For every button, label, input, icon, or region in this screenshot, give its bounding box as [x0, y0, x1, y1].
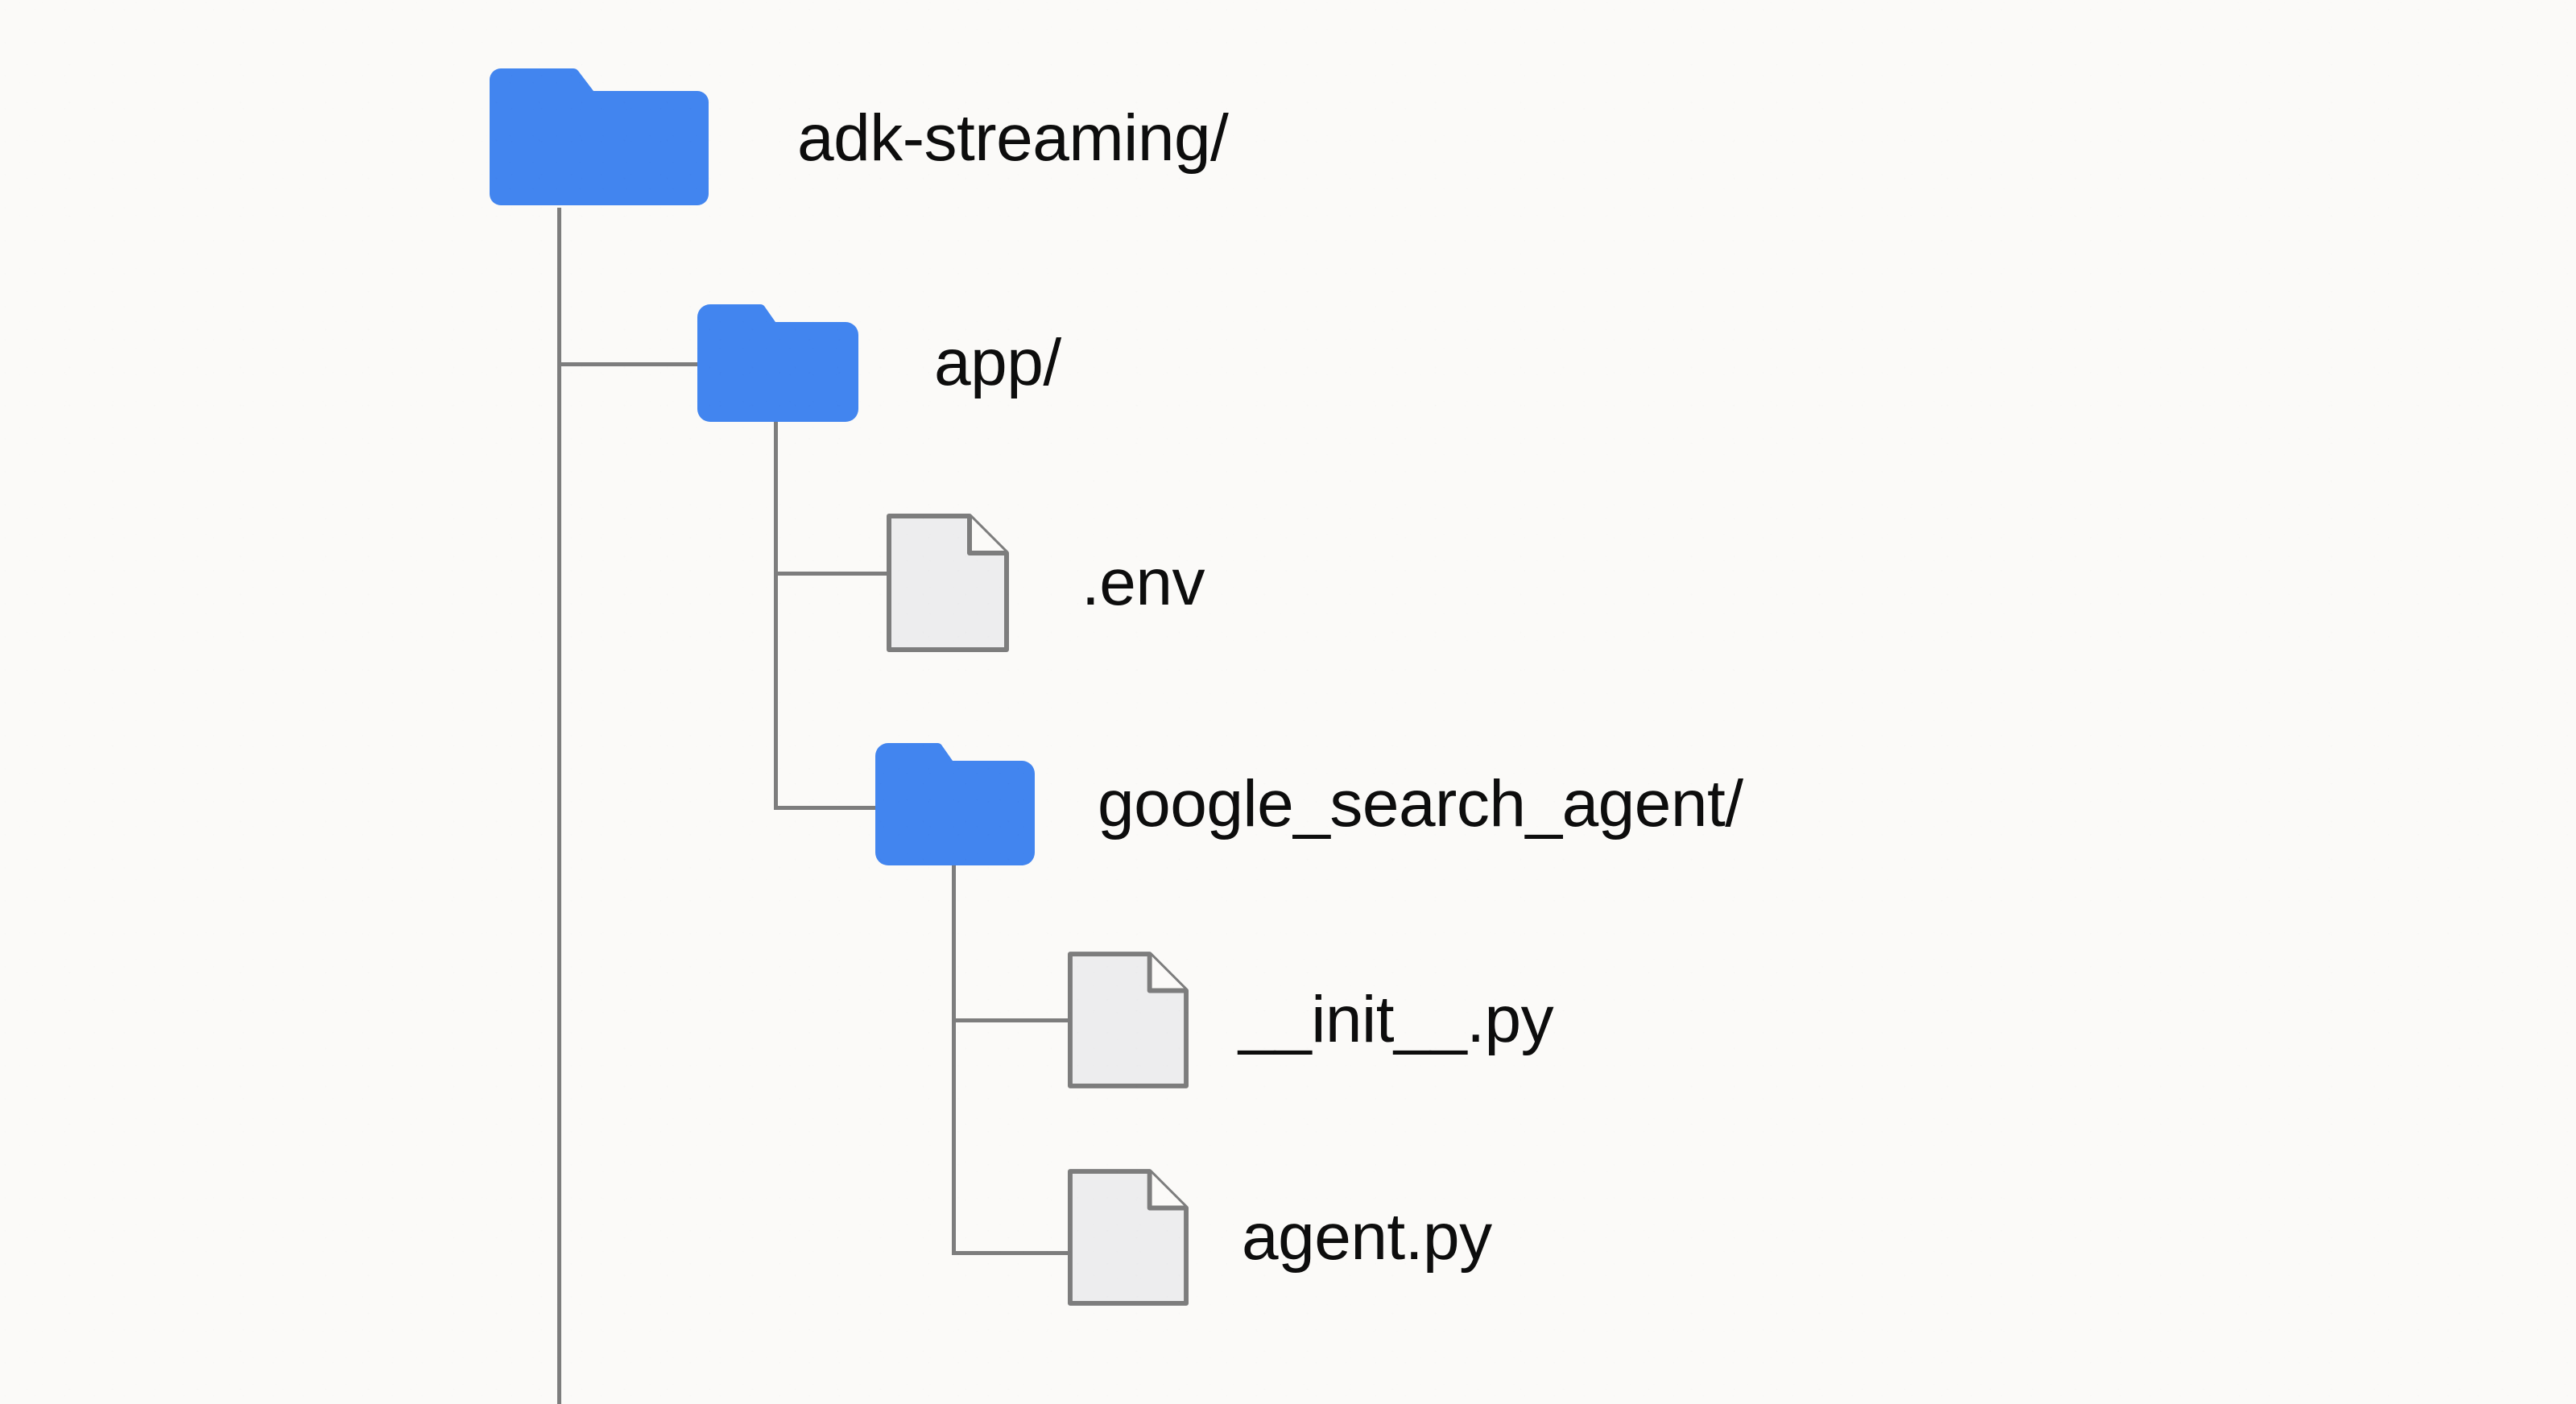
tree-node-adk-streaming[interactable]: adk-streaming/ — [486, 67, 1229, 210]
connector-root-to-app — [557, 362, 702, 366]
tree-node-env[interactable]: .env — [887, 514, 1205, 652]
file-icon — [887, 514, 1009, 652]
tree-node-init-py[interactable]: __init__.py — [1068, 952, 1554, 1088]
connector-root-trunk — [557, 208, 561, 1404]
folder-icon — [875, 743, 1035, 865]
tree-node-label: agent.py — [1242, 1200, 1492, 1274]
folder-icon — [490, 68, 709, 205]
tree-node-app[interactable]: app/ — [697, 304, 1061, 422]
file-icon — [1068, 952, 1189, 1088]
tree-node-agent-py[interactable]: agent.py — [1068, 1169, 1492, 1306]
connector-app-to-env — [774, 572, 891, 576]
tree-node-label: adk-streaming/ — [797, 101, 1229, 175]
connector-app-to-google-search-agent — [774, 806, 880, 810]
connector-gsa-to-init — [952, 1018, 1073, 1022]
folder-icon — [697, 304, 858, 422]
connector-gsa-trunk — [952, 864, 956, 1255]
tree-node-google-search-agent[interactable]: google_search_agent/ — [875, 743, 1743, 865]
connector-gsa-to-agent — [952, 1251, 1073, 1255]
tree-node-label: .env — [1081, 546, 1205, 619]
tree-node-label: __init__.py — [1238, 983, 1554, 1056]
connector-app-trunk — [774, 417, 778, 810]
tree-node-label: google_search_agent/ — [1098, 767, 1743, 840]
tree-node-label: app/ — [934, 326, 1061, 399]
file-icon — [1068, 1169, 1189, 1306]
